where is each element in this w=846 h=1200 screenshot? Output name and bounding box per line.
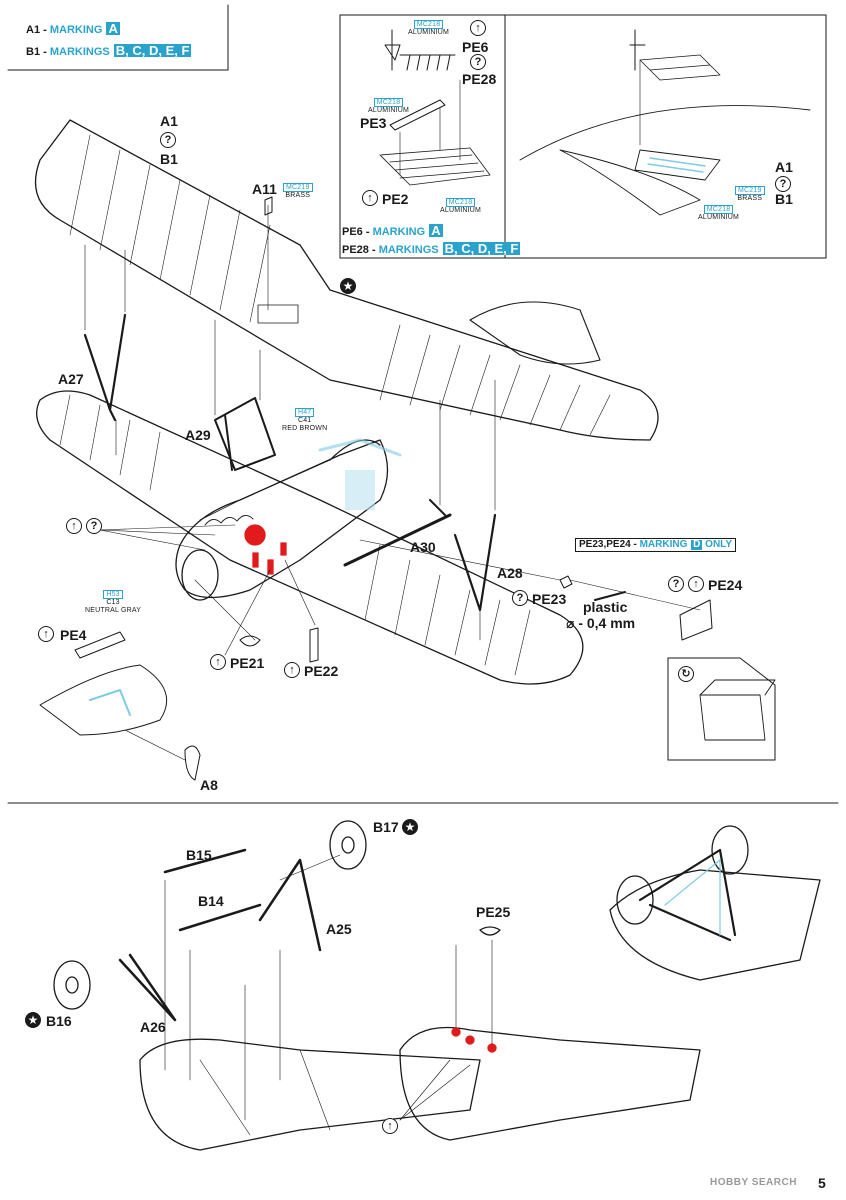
arrow-symbol-pe2: ↑ [362,190,378,206]
lower-wing-drawing [36,390,584,685]
part-label-a1: A1 [160,113,178,129]
part-label-a28: A28 [497,565,523,581]
legend-marking-a1: MARKING [49,24,103,36]
landing-gear-drawing [53,820,821,1151]
inset-parts-drawing [379,29,811,216]
legend-a1-row: A1 - MARKING A [26,21,120,36]
drill-symbol-bottom: ↑ [382,1118,398,1134]
inset-legend-pe6: PE6 - MARKING A [342,223,443,238]
part-label-pe22: PE22 [304,663,339,679]
part-label-a26: A26 [140,1019,166,1035]
question-symbol: ? [160,132,176,148]
question-symbol-pe23: ? [512,590,528,606]
part-label-b17: B17 [373,819,399,835]
part-label-pe25: PE25 [476,904,511,920]
page-number: 5 [818,1175,826,1191]
part-label-a25: A25 [326,921,352,937]
fuselage-drawing [175,301,601,601]
star-symbol-b17: ★ [402,819,418,835]
part-label-a29: A29 [185,427,211,443]
part-label-b15: B15 [186,847,212,863]
symbol-pe21: ↑ [210,654,226,670]
star-symbol-b16: ★ [25,1012,41,1028]
part-label-a1-right: A1 [775,159,793,175]
part-label-pe21: PE21 [230,655,265,671]
part-label-pe23: PE23 [532,591,567,607]
legend-b1-row: B1 - MARKINGS B, C, D, E, F [26,43,192,58]
upper-wing-drawing [34,119,659,441]
arrow-symbol-pe4: ↑ [38,626,54,642]
plastic-note-line2: ⌀ - 0,4 mm [566,615,636,631]
small-parts-drawing [39,196,776,781]
guide-lines [84,204,701,656]
symbol-pe22: ↑ [284,662,300,678]
part-label-b1-right: B1 [775,191,793,207]
bend-symbol: ↻ [678,666,694,682]
sand-symbol: ? [86,518,102,534]
part-label-pe2: PE2 [382,191,409,207]
part-label-a8: A8 [200,777,218,793]
part-label-b1: B1 [160,151,178,167]
part-label-pe28: PE28 [462,71,497,87]
star-symbol-upper: ★ [340,278,356,294]
part-label-a30: A30 [410,539,436,555]
question-symbol-pe24: ? [668,576,684,592]
watermark: HOBBY SEARCH [710,1177,797,1188]
drill-symbol: ↑ [66,518,82,534]
part-label-pe3: PE3 [360,115,387,131]
part-label-a11: A11 [252,181,277,197]
part-label-pe6: PE6 [462,39,489,55]
marking-box-a: A [106,21,120,36]
part-label-a27: A27 [58,371,84,387]
part-label-pe24: PE24 [708,577,743,593]
pe23-pe24-note: PE23,PE24 - MARKING D ONLY [575,538,737,552]
arrow-symbol-pe6: ↑ [470,20,486,36]
plastic-note-line1: plastic [583,599,628,615]
part-label-pe4: PE4 [60,627,87,643]
question-symbol-pe28: ? [470,54,486,70]
marking-boxes-bcdef: B, C, D, E, F [113,43,192,58]
legend-markings-b1: MARKINGS [49,46,110,58]
part-label-b14: B14 [198,893,224,909]
inset-legend-pe28: PE28 - MARKINGS B, C, D, E, F [342,241,521,256]
arrow-symbol-pe24: ↑ [688,576,704,592]
frame-lines [7,4,839,804]
part-label-b16: B16 [46,1013,72,1029]
question-symbol-right: ? [775,176,791,192]
